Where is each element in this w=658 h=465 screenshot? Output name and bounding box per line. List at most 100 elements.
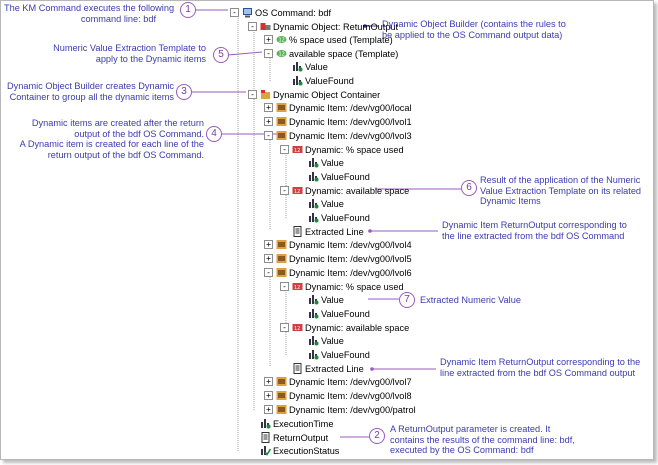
dynamic-item-icon xyxy=(276,130,287,141)
tree-node[interactable]: -Dynamic Object: ReturnOutput xyxy=(248,20,398,33)
tree-node[interactable]: ValueFound xyxy=(296,348,370,361)
expand-toggle[interactable]: - xyxy=(280,282,289,291)
expand-toggle[interactable]: - xyxy=(264,49,273,58)
callout-number-2: 2 xyxy=(369,428,385,444)
tree-node[interactable]: -12 Dynamic: % space used xyxy=(280,280,404,293)
tree-node[interactable]: ExecutionTime xyxy=(248,417,333,430)
tree-node-label: Extracted Line xyxy=(305,226,364,237)
dynamic-object-icon xyxy=(260,21,271,32)
callout-number-6: 6 xyxy=(461,180,477,196)
tree-node[interactable]: -OS Command: bdf xyxy=(230,6,331,19)
tree-node-label: Dynamic: % space used xyxy=(305,281,404,292)
callout-dot-builder xyxy=(363,24,367,28)
svg-text:12: 12 xyxy=(279,38,285,44)
expand-toggle[interactable]: - xyxy=(280,323,289,332)
tree-node-label: available space (Template) xyxy=(289,48,399,59)
tree-node-label: Dynamic Item: /dev/vg00/lvol5 xyxy=(289,253,412,264)
tree-node[interactable]: Value xyxy=(280,60,328,73)
tree-node-label: Value xyxy=(321,294,344,305)
tree-node-label: ValueFound xyxy=(321,308,370,319)
tree-node[interactable]: ExecutionStatus xyxy=(248,444,339,457)
dynamic-item-icon xyxy=(276,376,287,387)
svg-text:12: 12 xyxy=(279,52,285,58)
expand-toggle[interactable]: - xyxy=(230,8,239,17)
annotation-return-output: A ReturnOutput parameter is created. It … xyxy=(390,424,575,455)
tree-node[interactable]: ValueFound xyxy=(296,170,370,183)
svg-text:12: 12 xyxy=(294,285,300,291)
tree-node[interactable]: ReturnOutput xyxy=(248,431,328,444)
tree-node-label: Value xyxy=(305,61,328,72)
expand-toggle[interactable]: + xyxy=(264,117,273,126)
tree-node[interactable]: - Dynamic Item: /dev/vg00/lvol6 xyxy=(264,266,412,279)
tree-node[interactable]: Value xyxy=(296,156,344,169)
tree-node[interactable]: ValueFound xyxy=(296,307,370,320)
parameter-icon xyxy=(308,198,319,209)
tree-node[interactable]: ValueFound xyxy=(296,211,370,224)
document-icon xyxy=(260,432,271,443)
tree-node[interactable]: +Dynamic Item: /dev/vg00/local xyxy=(264,101,412,114)
expand-toggle[interactable]: - xyxy=(280,186,289,195)
dynamic-item-icon xyxy=(276,239,287,250)
tree-node-label: % space used (Template) xyxy=(289,34,393,45)
tree-node-label: Dynamic Item: /dev/vg00/lvol6 xyxy=(289,267,412,278)
expand-toggle[interactable]: - xyxy=(248,90,257,99)
tree-node[interactable]: Value xyxy=(296,293,344,306)
expand-toggle[interactable]: - xyxy=(264,268,273,277)
expand-toggle[interactable]: + xyxy=(264,391,273,400)
parameter-icon xyxy=(308,294,319,305)
tree-node[interactable]: + Dynamic Item: /dev/vg00/lvol5 xyxy=(264,252,412,265)
expand-toggle[interactable]: + xyxy=(264,405,273,414)
tree-node[interactable]: + Dynamic Item: /dev/vg00/lvol8 xyxy=(264,389,412,402)
tree-node[interactable]: Extracted Line xyxy=(280,225,364,238)
callout-number-7: 7 xyxy=(399,292,415,308)
tree-node-label: Dynamic Item: /dev/vg00/lvol7 xyxy=(289,376,412,387)
callout-number-4: 4 xyxy=(206,126,222,142)
annotation-extracted-line-1: Dynamic Item ReturnOutput corresponding … xyxy=(442,220,627,241)
tree-node[interactable]: Extracted Line xyxy=(280,362,364,375)
expand-toggle[interactable]: - xyxy=(264,131,273,140)
parameter-icon xyxy=(308,171,319,182)
tree-node[interactable]: +Dynamic Item: /dev/vg00/lvol4 xyxy=(264,238,412,251)
tree-node-label: ExecutionTime xyxy=(273,418,334,429)
tree-node[interactable]: +Dynamic Item: /dev/vg00/lvol1 xyxy=(264,115,412,128)
document-icon xyxy=(292,363,303,374)
dynamic-item-icon xyxy=(276,404,287,415)
tree-node[interactable]: ValueFound xyxy=(280,74,354,87)
expand-toggle[interactable]: + xyxy=(264,254,273,263)
status-icon xyxy=(260,445,272,456)
parameter-icon xyxy=(292,75,303,86)
expand-toggle[interactable]: - xyxy=(280,145,289,154)
svg-text:12: 12 xyxy=(294,189,300,195)
os-command-icon xyxy=(242,7,253,18)
expand-toggle[interactable]: + xyxy=(264,377,273,386)
tree-node[interactable]: +12 % space used (Template) xyxy=(264,33,393,46)
annotation-dynamic-object-builder: Dynamic Object Builder (contains the rul… xyxy=(382,19,566,40)
dynamic-template-icon: 12 xyxy=(292,322,303,333)
tree-node[interactable]: Value xyxy=(296,197,344,210)
tree-node[interactable]: -Dynamic Object Container xyxy=(248,88,380,101)
tree-node[interactable]: -12 Dynamic: available space xyxy=(280,184,409,197)
expand-toggle[interactable]: + xyxy=(264,35,273,44)
expand-toggle[interactable]: - xyxy=(248,22,257,31)
expand-toggle[interactable]: + xyxy=(264,103,273,112)
tree-node-label: Extracted Line xyxy=(305,363,364,374)
tree-node[interactable]: +Dynamic Item: /dev/vg00/patrol xyxy=(264,403,416,416)
parameter-icon xyxy=(308,308,319,319)
tree-node[interactable]: -12 available space (Template) xyxy=(264,47,398,60)
tree-node[interactable]: Value xyxy=(296,334,344,347)
tree-node-label: Value xyxy=(321,198,344,209)
tree-node[interactable]: - Dynamic Item: /dev/vg00/lvol3 xyxy=(264,129,412,142)
dynamic-template-icon: 12 xyxy=(292,281,303,292)
tree-node-label: Dynamic Item: /dev/vg00/lvol3 xyxy=(289,130,412,141)
tree-node[interactable]: + Dynamic Item: /dev/vg00/lvol7 xyxy=(264,375,412,388)
tree-node-label: Dynamic Item: /dev/vg00/lvol8 xyxy=(289,390,412,401)
tree-node-label: Dynamic: % space used xyxy=(305,144,404,155)
tree-node-label: Dynamic: available space xyxy=(305,185,410,196)
container-icon xyxy=(260,89,271,100)
callout-number-5: 5 xyxy=(213,47,229,63)
parameter-icon xyxy=(260,418,271,429)
expand-toggle[interactable]: + xyxy=(264,240,273,249)
